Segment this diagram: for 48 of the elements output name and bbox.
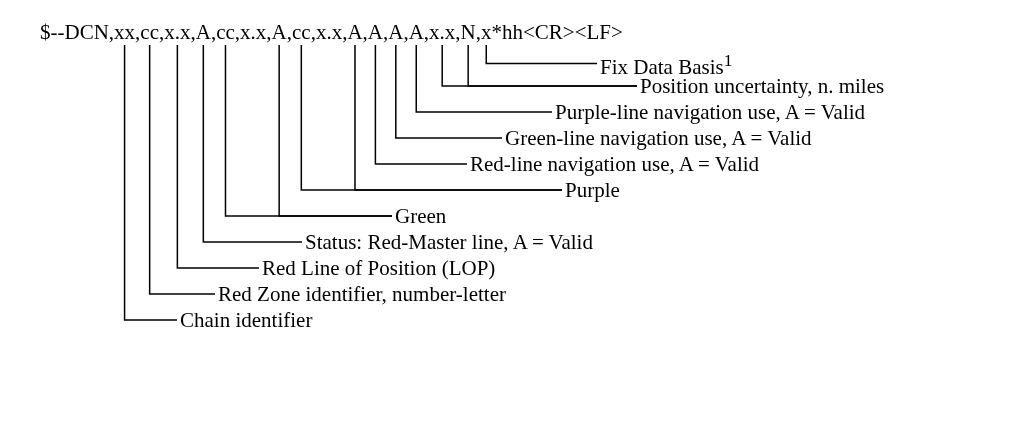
field-description: Red Zone identifier, number-letter	[218, 282, 506, 306]
format-text: ,	[286, 20, 292, 44]
leader-line	[202, 44, 303, 243]
field-description: Green	[395, 204, 447, 228]
format-field: A	[408, 20, 424, 44]
format-text: $--DCN,	[40, 20, 115, 44]
format-field: cc	[292, 20, 311, 44]
format-text: *hh<CR><LF>	[491, 20, 623, 44]
format-field: A	[367, 20, 383, 44]
format-text: ,x.x,	[234, 20, 272, 44]
format-text: ,	[383, 20, 389, 44]
field-description: Green-line navigation use, A = Valid	[505, 126, 812, 150]
format-text: ,	[475, 20, 481, 44]
leader-line	[485, 44, 598, 65]
format-field: A	[347, 20, 363, 44]
format-text: ,	[455, 20, 461, 44]
format-text: ,	[159, 20, 165, 44]
format-text: ,	[362, 20, 368, 44]
format-field: x.x	[429, 20, 456, 44]
leader-line	[148, 44, 216, 295]
field-description: Red-line navigation use, A = Valid	[470, 152, 760, 176]
format-text: ,	[423, 20, 430, 44]
leader-line	[415, 44, 553, 113]
format-text: ,	[210, 20, 217, 44]
format-text: ,	[190, 20, 196, 44]
format-field: N	[460, 20, 476, 44]
leader-line	[123, 44, 178, 321]
format-field: A	[271, 20, 287, 44]
field-description: Red Line of Position (LOP)	[262, 256, 496, 280]
leader-line	[300, 44, 563, 191]
field-description: Status: Red-Master line, A = Valid	[305, 230, 593, 254]
leader-line	[176, 44, 260, 269]
format-text: ,	[135, 20, 141, 44]
format-field: x.x	[164, 20, 191, 44]
leader-line	[395, 44, 503, 139]
format-field: cc	[140, 20, 159, 44]
format-field: xx	[114, 20, 136, 44]
format-field: A	[388, 20, 404, 44]
format-field: cc	[216, 20, 235, 44]
field-description: Purple	[565, 178, 620, 202]
leader-line	[224, 44, 393, 217]
format-text: ,x.x,	[310, 20, 348, 44]
format-text: ,	[403, 20, 409, 44]
format-field: A	[195, 20, 211, 44]
leader-line	[374, 44, 468, 165]
format-field: x	[481, 20, 492, 44]
field-description: Purple-line navigation use, A = Valid	[555, 100, 866, 124]
field-description: Chain identifier	[180, 308, 313, 332]
